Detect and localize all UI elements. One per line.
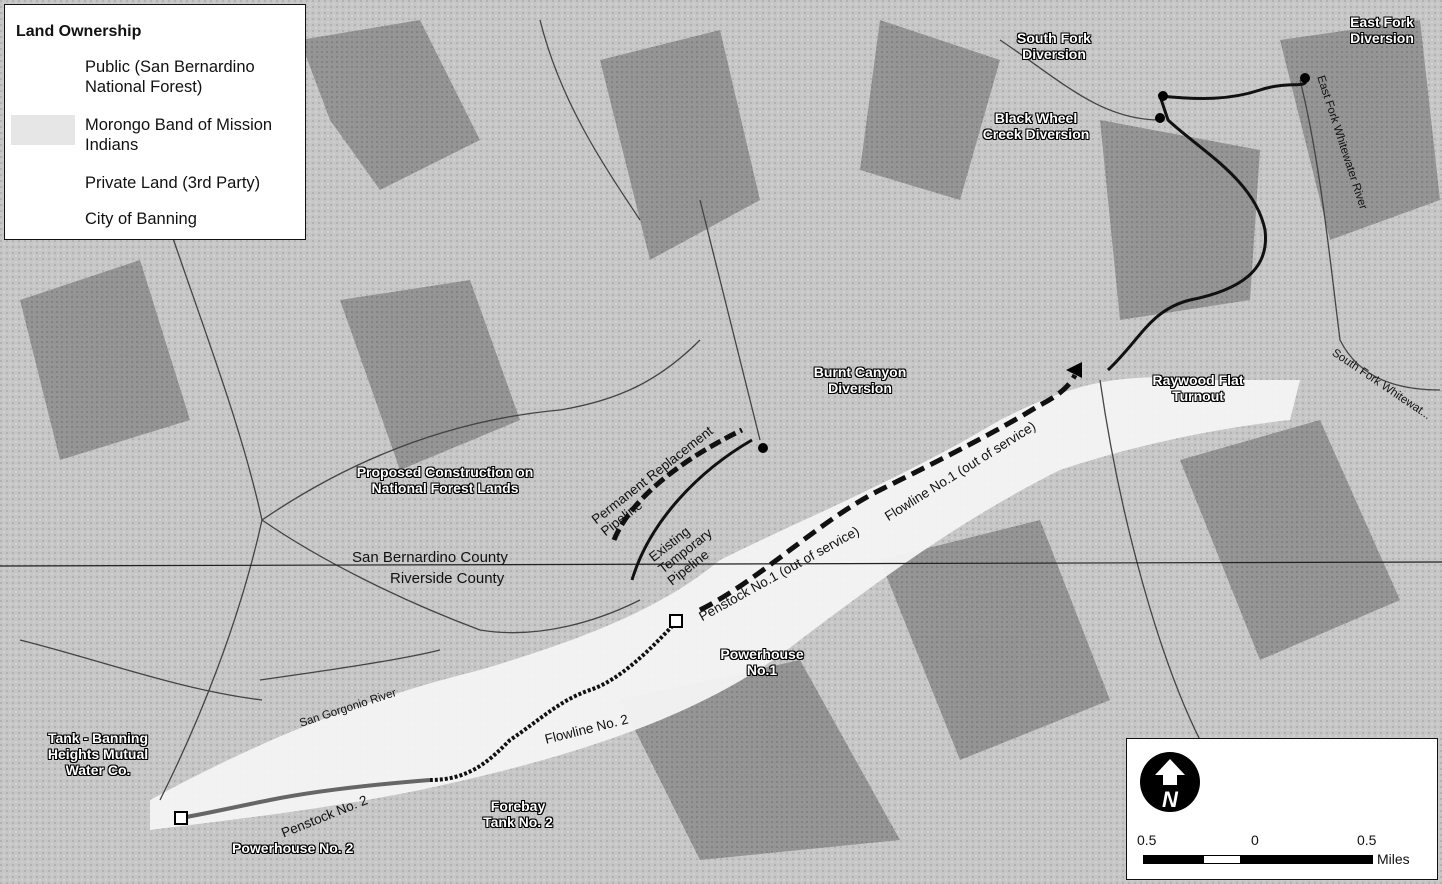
diversion-points — [758, 73, 1310, 453]
label-proposed-construction: Proposed Construction on National Forest… — [356, 464, 534, 496]
powerhouse-2-marker — [174, 811, 188, 825]
scale-tick-left: 0.5 — [1137, 832, 1157, 848]
scale-units: Miles — [1377, 851, 1410, 867]
legend: Land Ownership Public (San Bernardino Na… — [4, 4, 306, 240]
label-east-fork-diversion: East Fork Diversion — [1350, 14, 1414, 46]
scale-bar-seg-1 — [1143, 855, 1203, 864]
north-arrow-icon: N — [1140, 752, 1200, 812]
label-raywood-flat-turnout: Raywood Flat Turnout — [1152, 372, 1244, 404]
permanent-pipeline — [611, 427, 744, 541]
legend-label: Private Land (3rd Party) — [85, 174, 261, 192]
label-powerhouse-1: Powerhouse No.1 — [720, 646, 804, 678]
label-san-bernardino-county: San Bernardino County — [352, 549, 508, 566]
svg-text:N: N — [1162, 787, 1179, 812]
legend-swatch-public — [11, 57, 75, 87]
flowline-2 — [429, 620, 678, 782]
existing-pipeline — [630, 438, 753, 581]
valley-area — [150, 377, 1300, 830]
powerhouse-1-marker — [669, 614, 683, 628]
upper-conduit — [1106, 77, 1308, 372]
label-south-fork-diversion: South Fork Diversion — [1017, 30, 1091, 62]
label-riverside-county: Riverside County — [390, 570, 505, 587]
legend-swatch-banning — [11, 209, 75, 229]
legend-swatch-morongo — [11, 115, 75, 145]
scale-tick-right: 0.5 — [1357, 832, 1377, 848]
scale-bar-seg-4 — [1255, 855, 1373, 864]
rivers — [19, 19, 1441, 801]
scale-bar-seg-2 — [1203, 855, 1241, 864]
label-black-wheel-creek-diversion: Black Wheel Creek Diversion — [982, 110, 1090, 142]
legend-title: Land Ownership — [16, 23, 142, 40]
label-powerhouse-2: Powerhouse No. 2 — [232, 840, 354, 856]
scale-bar-seg-3 — [1241, 855, 1255, 864]
label-burnt-canyon-diversion: Burnt Canyon Diversion — [813, 364, 907, 396]
flowline-1 — [698, 373, 1078, 613]
label-tank-banning: Tank - Banning Heights Mutual Water Co. — [47, 730, 149, 778]
label-forebay-tank: Forebay Tank No. 2 — [483, 798, 553, 830]
legend-label: Morongo Band of Mission Indians — [85, 116, 273, 154]
county-line — [0, 561, 1442, 567]
scale-tick-zero: 0 — [1251, 832, 1259, 848]
legend-label: City of Banning — [85, 210, 197, 228]
legend-item-private: Private Land (3rd Party) — [11, 173, 305, 203]
legend-item-morongo: Morongo Band of Mission Indians — [11, 115, 305, 155]
ridge-shading — [20, 20, 1440, 860]
legend-label: Public (San Bernardino National Forest) — [85, 58, 255, 96]
scale-box: N 0.5 0 0.5 Miles — [1126, 738, 1438, 880]
legend-item-public: Public (San Bernardino National Forest) — [11, 57, 305, 97]
legend-item-banning: City of Banning — [11, 209, 305, 229]
legend-swatch-private — [11, 173, 75, 203]
penstock-2 — [179, 778, 431, 820]
raywood-turnout-marker — [1066, 362, 1082, 378]
